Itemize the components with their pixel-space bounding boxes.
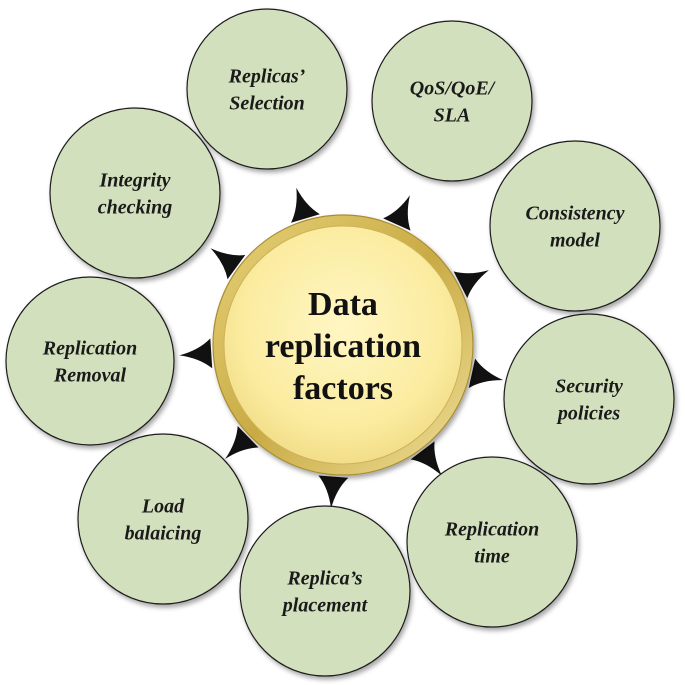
- node-circle: [77, 433, 249, 605]
- arrows-layer: [179, 187, 504, 509]
- arrow-to-qos-qoe-sla: [383, 195, 411, 231]
- center-node: Data replication factors: [212, 214, 474, 476]
- center-label-line: replication: [265, 328, 421, 365]
- arrow-to-integrity-checking: [210, 248, 246, 280]
- node-replicas-selection: Replicas’ Selection: [186, 8, 348, 170]
- node-integrity-checking: Integrity checking: [49, 107, 221, 279]
- node-qos-qoe-sla: QoS/QoE/SLA: [371, 20, 533, 182]
- node-circle: [49, 107, 221, 279]
- node-label-line: model: [550, 230, 600, 252]
- node-load-balaicing: Load balaicing: [77, 433, 249, 605]
- node-label-line: Replication: [444, 519, 539, 541]
- arrow-to-load-balaicing: [225, 425, 259, 459]
- node-replication-time: Replication time: [406, 456, 578, 628]
- center-label-line: factors: [293, 370, 393, 407]
- node-circle: [489, 140, 661, 312]
- node-label-line: Load: [141, 496, 185, 518]
- node-replicas-placement: Replica’s placement: [239, 505, 411, 677]
- arrow-to-security-policies: [468, 358, 504, 388]
- node-label-line: balaicing: [125, 523, 202, 545]
- node-label-line: checking: [98, 197, 172, 219]
- node-label-line: Integrity: [98, 170, 170, 192]
- node-circle: [503, 313, 675, 485]
- arrow-to-replicas-placement: [318, 475, 349, 509]
- arrow-to-replication-removal: [179, 338, 213, 369]
- node-circle: [406, 456, 578, 628]
- node-circle: [371, 20, 533, 182]
- node-label-line: QoS/QoE/: [410, 78, 497, 100]
- node-circle: [186, 8, 348, 170]
- node-consistency-model: Consistency model: [489, 140, 661, 312]
- node-circle: [5, 276, 175, 446]
- node-circle: [239, 505, 411, 677]
- node-label-line: Replica’s: [286, 568, 362, 590]
- node-label-line: time: [474, 546, 510, 568]
- arrow-to-replication-time: [410, 441, 442, 476]
- center-label-line: Data: [308, 286, 378, 323]
- arrow-to-consistency-model: [453, 270, 489, 299]
- arrow-to-replicas-selection: [291, 187, 320, 223]
- node-security-policies: Security policies: [503, 313, 675, 485]
- node-label-line: SLA: [434, 105, 471, 127]
- node-label-line: Replicas’: [228, 66, 306, 88]
- center-disc: [223, 225, 463, 465]
- node-label-line: policies: [556, 403, 620, 425]
- nodes-layer: Replicas’SelectionQoS/QoE/SLAConsistency…: [5, 8, 675, 677]
- node-label-line: Security: [555, 376, 623, 398]
- node-label-line: Replication: [42, 338, 137, 360]
- node-label-line: Removal: [53, 365, 127, 387]
- node-label-line: placement: [281, 595, 369, 617]
- node-label-line: Selection: [229, 93, 305, 115]
- node-label-line: Consistency: [526, 203, 625, 225]
